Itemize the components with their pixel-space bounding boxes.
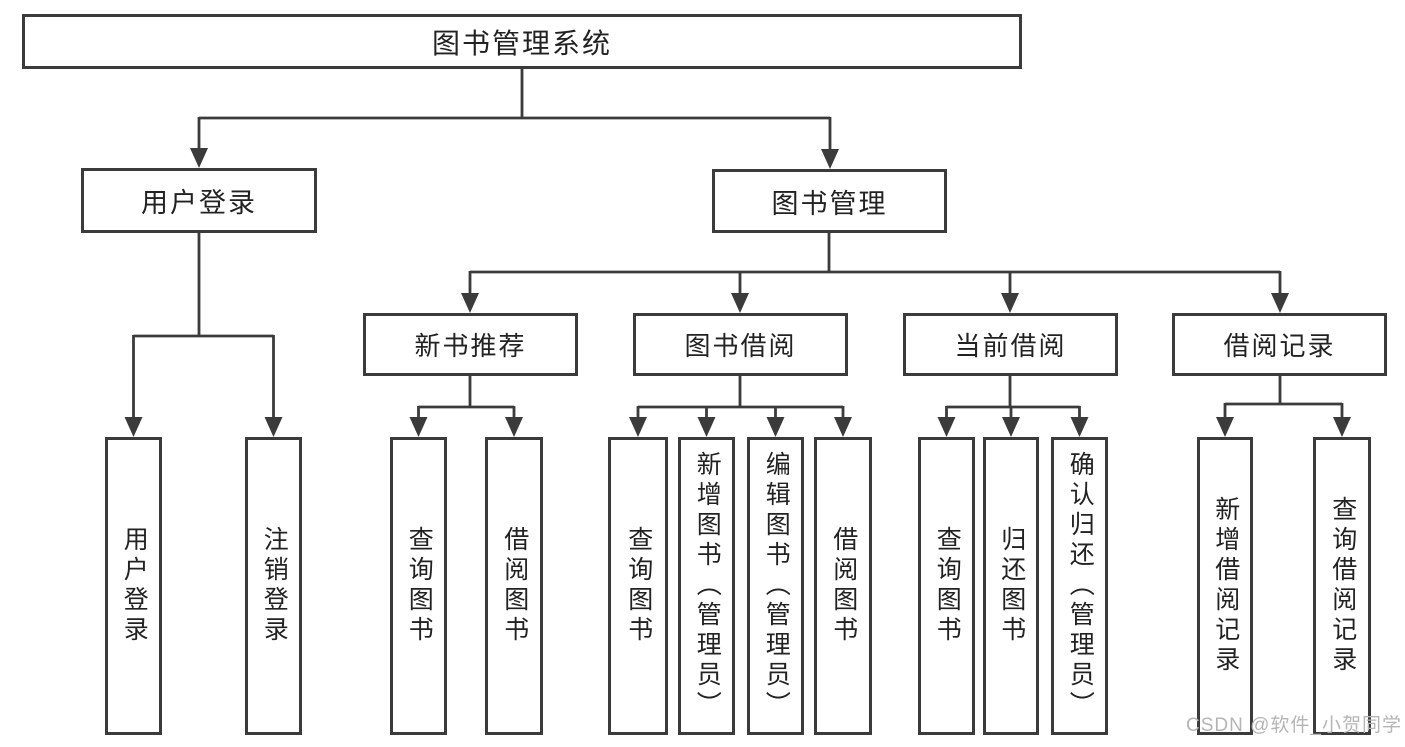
node-label: 用户登录 bbox=[141, 188, 257, 218]
leaf-confirm-return-admin: 确认归还（管理员） bbox=[1051, 437, 1108, 735]
node-library-management-system: 图书管理系统 bbox=[22, 14, 1022, 69]
node-book-management-branch: 图书管理 bbox=[712, 169, 947, 233]
down-arrowhead bbox=[937, 417, 956, 437]
down-arrowhead bbox=[1001, 293, 1019, 313]
csdn-watermark: CSDN @软件_小贺同学 bbox=[1186, 715, 1402, 736]
node-label: 编辑图书（管理员） bbox=[762, 451, 791, 721]
down-arrowhead bbox=[834, 417, 852, 437]
down-arrowhead bbox=[1271, 293, 1289, 313]
down-arrowhead bbox=[766, 417, 785, 437]
down-arrowhead bbox=[1002, 417, 1020, 437]
leaf-user-login: 用户登录 bbox=[105, 437, 162, 735]
node-book-borrowing: 图书借阅 bbox=[633, 313, 848, 376]
down-arrowhead bbox=[629, 417, 647, 437]
leaf-logout: 注销登录 bbox=[245, 437, 302, 735]
down-arrowhead bbox=[821, 149, 839, 169]
node-label: 注销登录 bbox=[260, 526, 289, 646]
node-label: 确认归还（管理员） bbox=[1066, 451, 1095, 721]
leaf-add-borrow-record: 新增借阅记录 bbox=[1197, 437, 1253, 735]
node-label: 查询图书 bbox=[933, 526, 962, 646]
node-borrowing-records: 借阅记录 bbox=[1172, 313, 1387, 376]
down-arrowhead bbox=[190, 148, 208, 168]
down-arrowhead bbox=[124, 417, 143, 437]
down-arrowhead bbox=[264, 417, 283, 437]
down-arrowhead bbox=[1216, 417, 1234, 437]
node-label: 借阅记录 bbox=[1223, 331, 1336, 361]
down-arrowhead bbox=[1333, 417, 1351, 437]
node-label: 查询图书 bbox=[405, 526, 434, 646]
down-arrowhead bbox=[409, 417, 428, 437]
node-label: 新增借阅记录 bbox=[1211, 496, 1240, 676]
down-arrowhead bbox=[461, 293, 479, 313]
node-label: 新书推荐 bbox=[414, 331, 527, 361]
node-current-borrowing: 当前借阅 bbox=[903, 313, 1118, 376]
node-label: 查询借阅记录 bbox=[1328, 496, 1357, 676]
down-arrowhead bbox=[505, 417, 523, 437]
node-label: 新增图书（管理员） bbox=[693, 451, 722, 721]
leaf-return-books: 归还图书 bbox=[983, 437, 1039, 735]
down-arrowhead bbox=[1070, 417, 1089, 437]
node-label: 归还图书 bbox=[997, 526, 1026, 646]
leaf-borrow-books: 借阅图书 bbox=[814, 437, 872, 735]
leaf-query-borrow-record: 查询借阅记录 bbox=[1313, 437, 1371, 735]
down-arrowhead bbox=[731, 293, 749, 313]
leaf-edit-books-admin: 编辑图书（管理员） bbox=[747, 437, 804, 735]
node-label: 借阅图书 bbox=[829, 526, 858, 646]
node-label: 图书管理系统 bbox=[431, 27, 612, 59]
down-arrowhead bbox=[697, 417, 716, 437]
node-label: 当前借阅 bbox=[954, 331, 1067, 361]
leaf-query-books-borrowing: 查询图书 bbox=[608, 437, 668, 735]
node-label: 查询图书 bbox=[624, 526, 653, 646]
node-label: 图书管理 bbox=[771, 188, 888, 219]
node-label: 借阅图书 bbox=[500, 526, 529, 646]
node-user-login-branch: 用户登录 bbox=[81, 168, 317, 233]
node-new-book-recommend: 新书推荐 bbox=[363, 313, 578, 376]
leaf-borrow-books-recommend: 借阅图书 bbox=[485, 437, 543, 735]
leaf-query-books-recommend: 查询图书 bbox=[390, 437, 447, 735]
node-label: 用户登录 bbox=[120, 526, 149, 646]
leaf-query-books-current: 查询图书 bbox=[918, 437, 975, 735]
leaf-add-books-admin: 新增图书（管理员） bbox=[678, 437, 735, 735]
node-label: 图书借阅 bbox=[684, 331, 797, 361]
